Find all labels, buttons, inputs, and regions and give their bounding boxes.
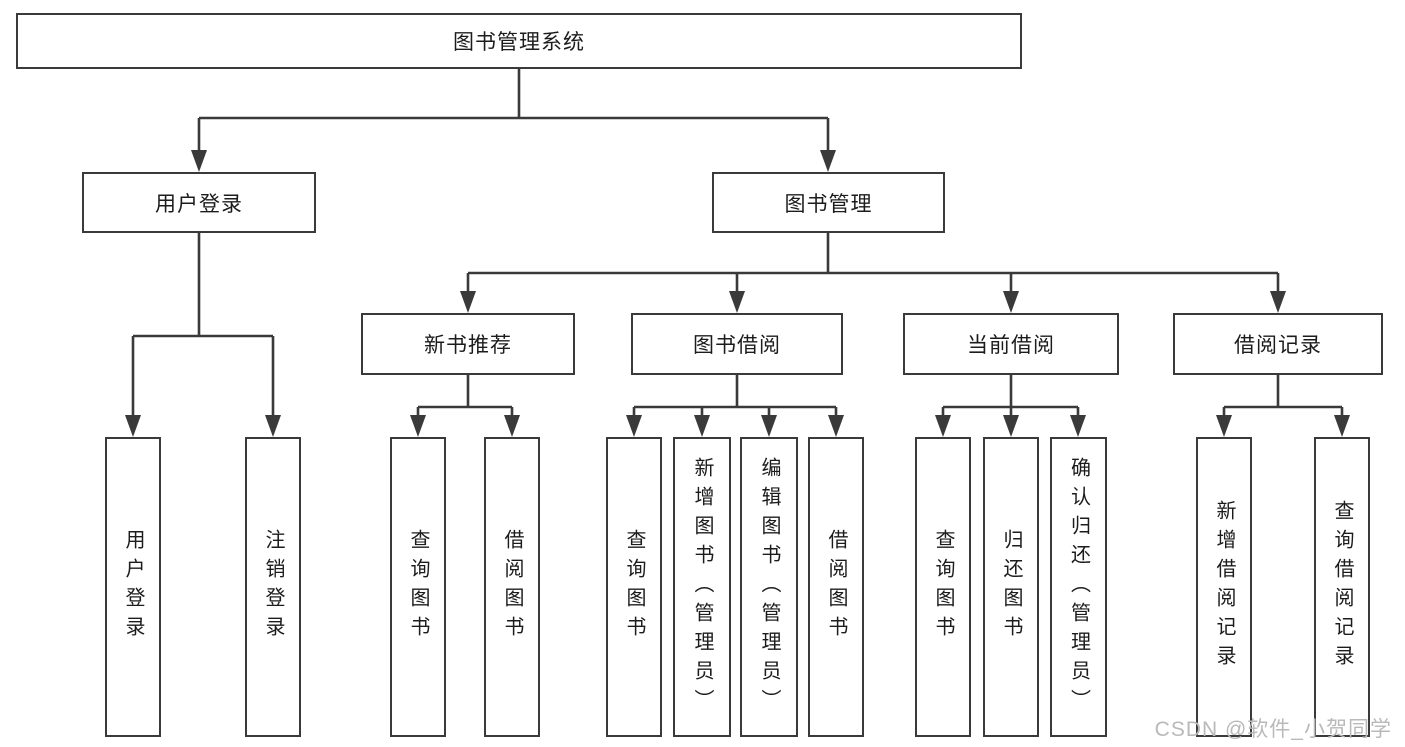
arrowhead	[729, 291, 745, 313]
node-label: 编辑图书（管理员）	[758, 456, 780, 718]
node-current-borrow: 当前借阅	[903, 313, 1119, 375]
leaf-return-books: 归还图书	[983, 437, 1039, 737]
node-user-login: 用户登录	[82, 172, 316, 233]
leaf-borrow-books-recommend: 借阅图书	[484, 437, 540, 737]
node-label: 借阅记录	[1234, 334, 1322, 357]
arrowhead	[191, 150, 207, 172]
node-label: 图书管理	[784, 192, 873, 216]
node-label: 确认归还（管理员）	[1067, 456, 1090, 718]
connector-book-management-split	[466, 233, 1280, 293]
node-root-system: 图书管理系统	[16, 13, 1022, 69]
arrowhead	[460, 291, 476, 313]
arrowhead	[504, 415, 520, 437]
node-label: 查询借阅记录	[1331, 500, 1353, 674]
node-label: 用户登录	[122, 529, 144, 645]
leaf-borrow-books: 借阅图书	[808, 437, 864, 737]
csdn-watermark: CSDN @软件_小贺同学	[1154, 718, 1392, 741]
node-book-management: 图书管理	[712, 172, 945, 233]
node-label: 新增图书（管理员）	[691, 456, 713, 718]
connector-user-login-split	[131, 233, 275, 417]
leaf-query-books-current: 查询图书	[915, 437, 971, 737]
arrowhead	[410, 415, 426, 437]
arrowhead	[1334, 415, 1350, 437]
leaf-confirm-return-admin: 确认归还（管理员）	[1050, 437, 1107, 737]
connector-current-borrow-split	[941, 375, 1080, 417]
leaf-logout: 注销登录	[245, 437, 301, 737]
node-label: 图书借阅	[693, 334, 781, 357]
node-label: 查询图书	[932, 529, 954, 645]
connector-root-to-level2	[197, 69, 830, 152]
leaf-query-borrow-record: 查询借阅记录	[1314, 437, 1370, 737]
leaf-add-borrow-record: 新增借阅记录	[1196, 437, 1252, 737]
node-label: 借阅图书	[501, 529, 523, 645]
node-label: 借阅图书	[825, 529, 847, 645]
arrowhead	[1003, 291, 1019, 313]
node-new-book-recommend: 新书推荐	[361, 313, 575, 375]
connector-lines	[131, 69, 1344, 417]
arrowhead	[820, 150, 836, 172]
arrowhead	[694, 415, 710, 437]
node-label: 查询图书	[623, 529, 645, 645]
node-label: 注销登录	[262, 529, 284, 645]
node-label: 用户登录	[155, 192, 243, 216]
leaf-add-book-admin: 新增图书（管理员）	[673, 437, 731, 737]
arrowhead	[1216, 415, 1232, 437]
node-label: 图书管理系统	[453, 31, 585, 54]
node-label: 新书推荐	[424, 334, 512, 357]
arrowhead	[1270, 291, 1286, 313]
arrowhead	[935, 415, 951, 437]
arrowhead	[1003, 415, 1019, 437]
connector-borrow-records-split	[1222, 375, 1344, 417]
leaf-user-login: 用户登录	[105, 437, 161, 737]
connector-book-borrow-split	[632, 375, 838, 417]
arrowhead	[626, 415, 642, 437]
arrowhead	[265, 415, 281, 437]
node-label: 归还图书	[1000, 529, 1022, 645]
node-label: 查询图书	[407, 529, 429, 645]
arrowhead	[125, 415, 141, 437]
connector-new-book-recommend-split	[416, 375, 514, 417]
node-label: 当前借阅	[967, 334, 1055, 357]
arrowhead	[828, 415, 844, 437]
arrowhead	[761, 415, 777, 437]
node-book-borrow: 图书借阅	[631, 313, 843, 375]
arrowhead	[1070, 415, 1086, 437]
node-label: 新增借阅记录	[1213, 500, 1235, 674]
leaf-edit-book-admin: 编辑图书（管理员）	[740, 437, 798, 737]
leaf-query-books-borrow: 查询图书	[606, 437, 662, 737]
arrowheads	[125, 150, 1350, 437]
leaf-query-books-recommend: 查询图书	[390, 437, 446, 737]
node-borrow-records: 借阅记录	[1173, 313, 1383, 375]
